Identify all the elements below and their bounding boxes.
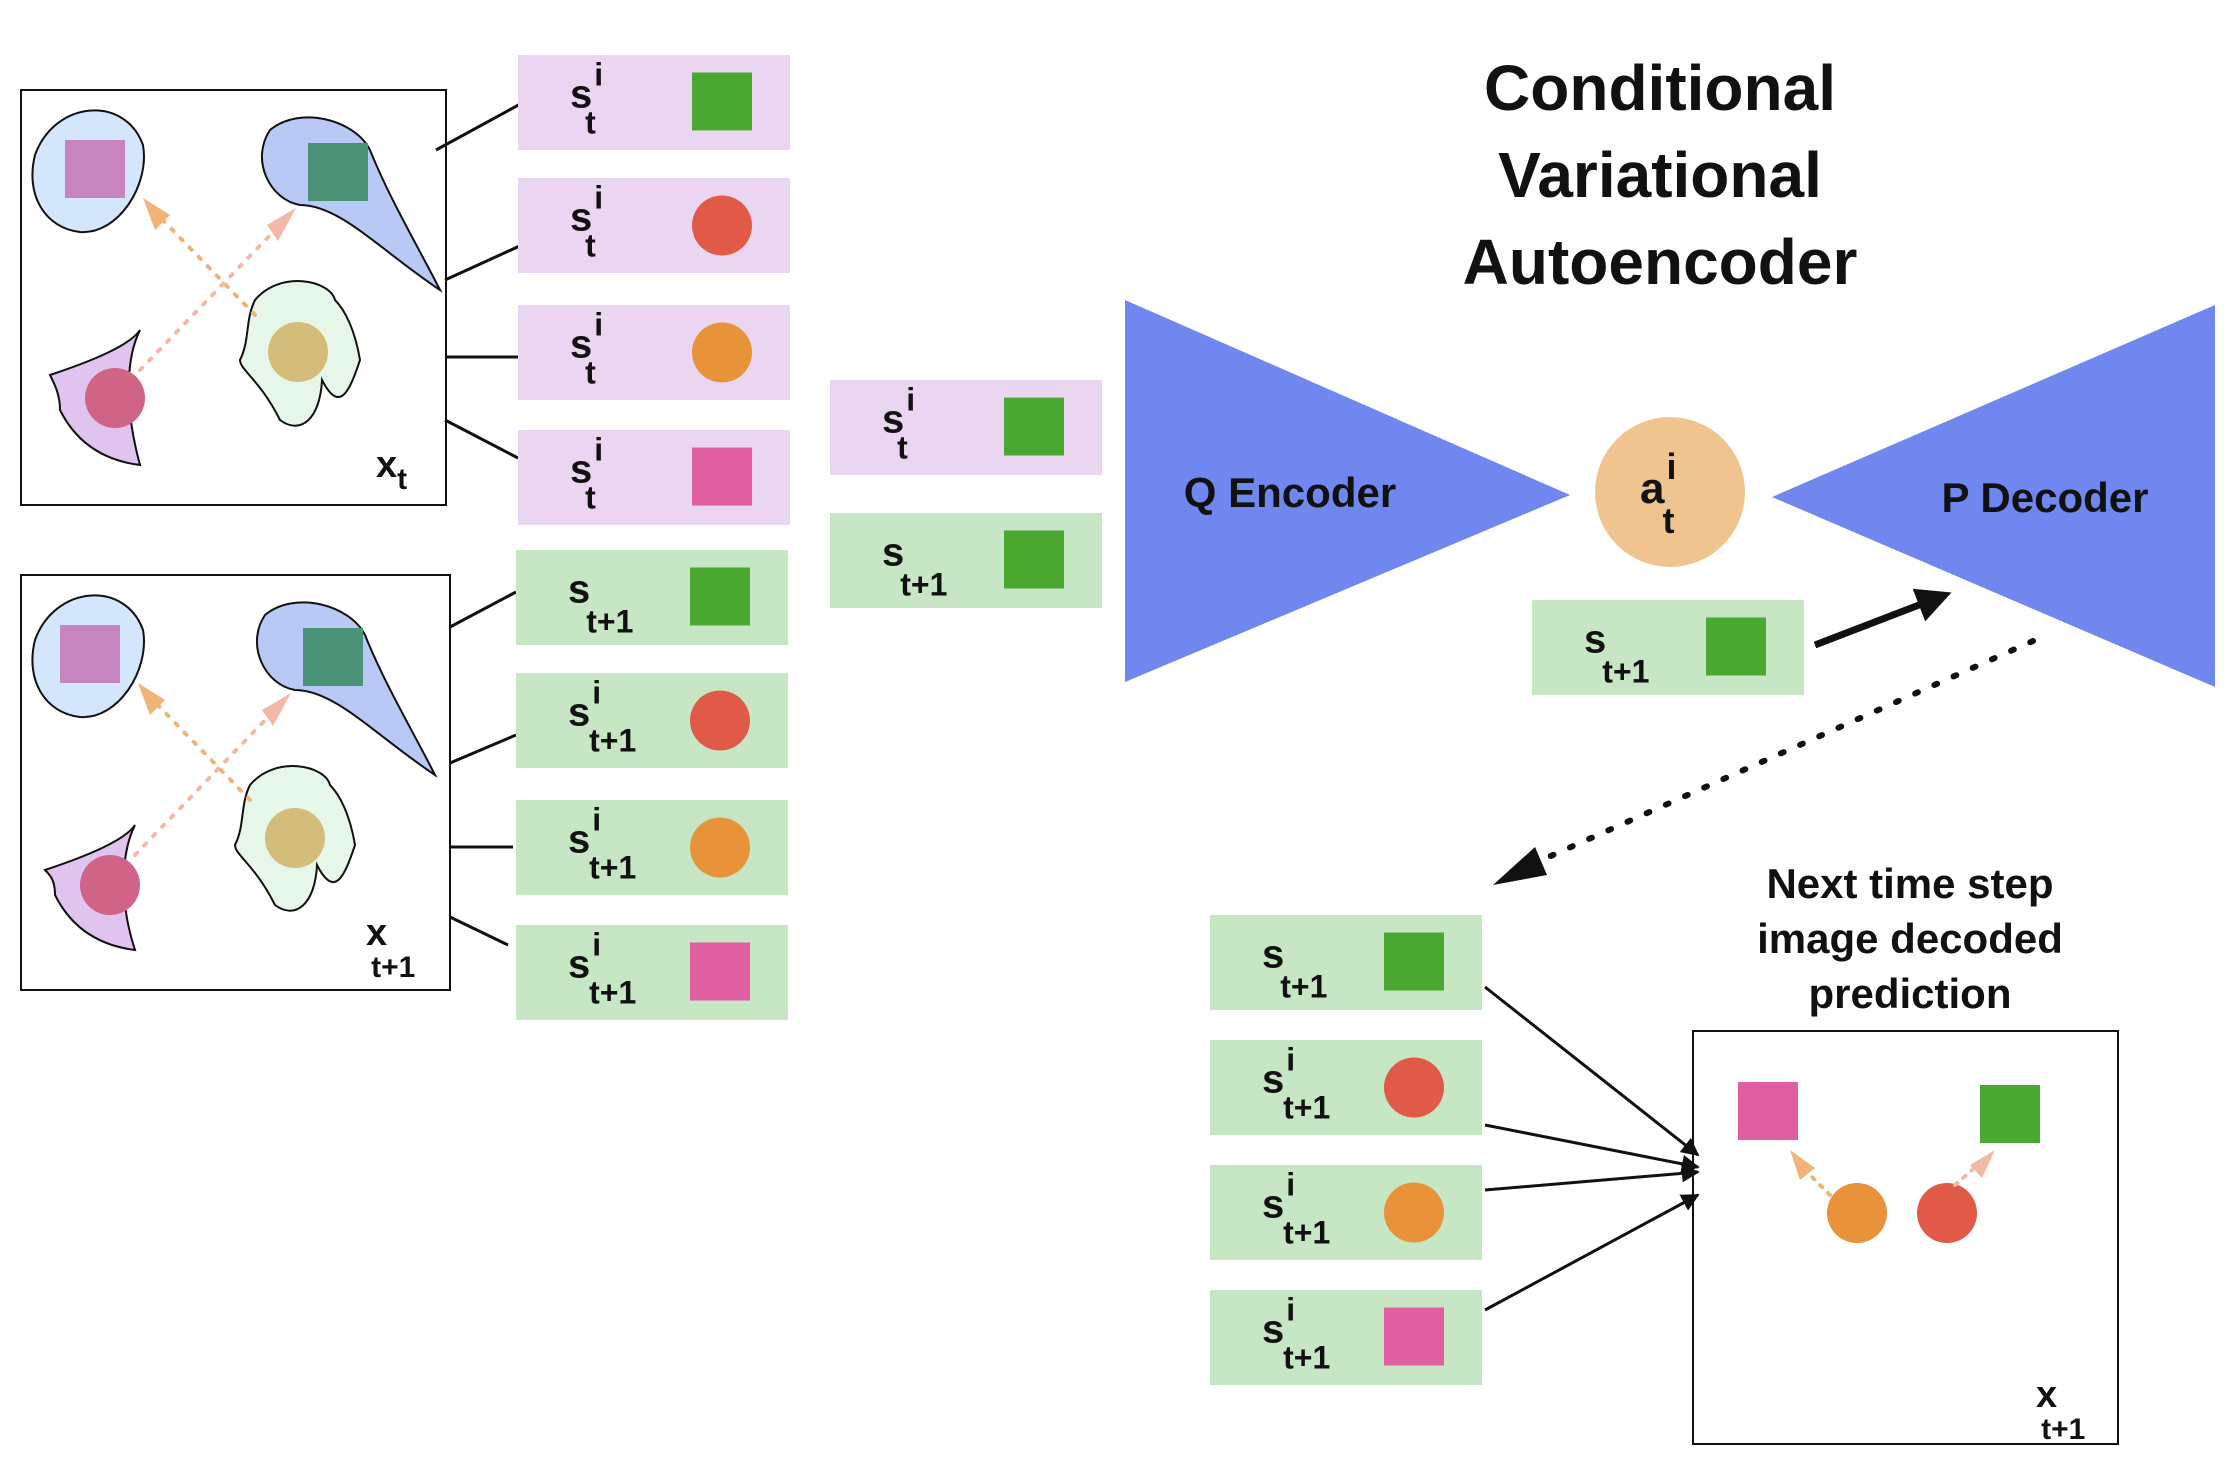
slot-circle-marker <box>692 322 752 383</box>
frame-xt1 <box>20 574 451 991</box>
frame-to-slot-connectors <box>435 100 525 947</box>
predicted-red-circle <box>1917 1183 1977 1243</box>
decode-dotted-arrow <box>1493 638 2036 885</box>
prediction-caption-line-3: prediction <box>1808 970 2011 1017</box>
frame-xt-label: xt <box>376 444 407 496</box>
slot-square-marker <box>692 447 752 506</box>
slot-square-marker <box>1384 1307 1444 1366</box>
slot-square-marker <box>692 72 752 131</box>
slot-square-marker <box>1706 617 1766 676</box>
slot-square-marker <box>690 942 750 1001</box>
predicted-frame <box>1692 1030 2119 1445</box>
title-line-1: Conditional <box>1484 52 1836 124</box>
decoded-to-frame-connectors <box>1484 985 1700 1312</box>
slot-square-marker <box>1384 932 1444 991</box>
title-block: Conditional Variational Autoencoder <box>1463 52 1858 298</box>
q-encoder-label: Q Encoder <box>1184 469 1396 516</box>
prediction-caption-line-1: Next time step <box>1766 860 2053 907</box>
predicted-green-square <box>1980 1085 2040 1143</box>
condition-arrow <box>1813 588 1952 649</box>
p-decoder: P Decoder <box>1772 305 2215 687</box>
slot-circle-marker <box>692 195 752 256</box>
predicted-pink-square <box>1738 1082 1798 1140</box>
prediction-caption-line-2: image decoded <box>1757 915 2063 962</box>
slot-circle-marker <box>1384 1182 1444 1243</box>
frame-xt <box>20 89 447 506</box>
slot-circle-marker <box>690 690 750 751</box>
prediction-caption: Next time step image decoded prediction <box>1757 860 2063 1017</box>
slot-circle-marker <box>690 817 750 878</box>
title-line-2: Variational <box>1498 139 1822 211</box>
predicted-orange-circle <box>1827 1183 1887 1243</box>
title-line-3: Autoencoder <box>1463 226 1858 298</box>
q-encoder: Q Encoder <box>1125 300 1570 682</box>
slot-circle-marker <box>1384 1057 1444 1118</box>
p-decoder-label: P Decoder <box>1942 474 2149 521</box>
slot-square-marker <box>1004 530 1064 589</box>
slot-square-marker <box>690 567 750 626</box>
slot-square-marker <box>1004 397 1064 456</box>
